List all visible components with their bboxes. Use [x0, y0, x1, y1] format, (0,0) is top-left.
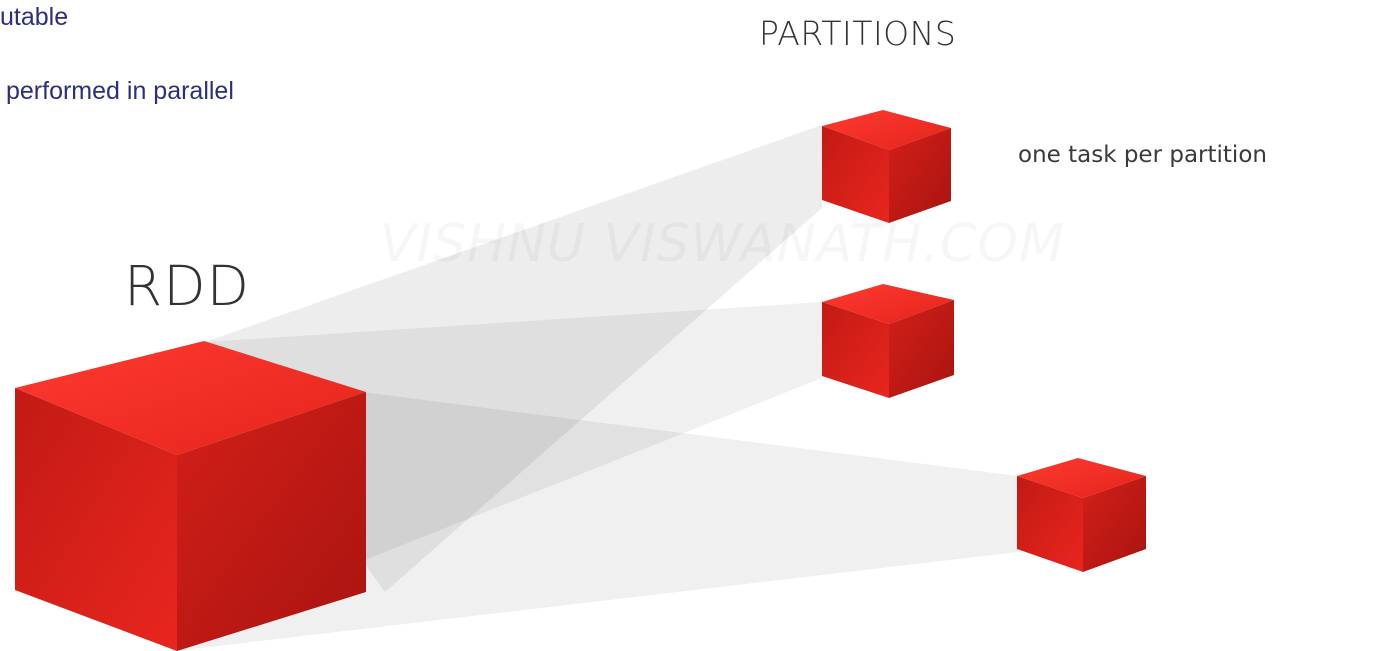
partition-cube-2-front-face [822, 302, 889, 398]
rdd-cube-front-face [15, 388, 177, 651]
rdd-label: RDD [124, 254, 250, 318]
rdd-cube [15, 341, 366, 651]
partition-note: one task per partition [1018, 142, 1267, 168]
partition-cube-1-top-face [822, 110, 951, 150]
partition-cube-3-top-face [1017, 458, 1146, 498]
partition-cube-3-side-face [1083, 476, 1146, 572]
partition-cube-3-front-face [1017, 476, 1083, 572]
partition-cube-3 [1017, 458, 1146, 572]
rdd-cube-side-face [177, 392, 366, 651]
partitions-heading: PARTITIONS [759, 14, 957, 53]
bullet-text-immutable: utable [0, 3, 69, 31]
partition-cube-2-side-face [889, 300, 954, 398]
partition-cube-2-top-face [822, 284, 954, 324]
rdd-cube-top-face [15, 341, 366, 455]
partition-cube-1-side-face [889, 128, 951, 223]
projection-to-partition-3 [175, 392, 1018, 651]
partition-cube-1 [822, 110, 951, 223]
partition-cube-1-front-face [822, 126, 889, 223]
bullet-text-parallel: performed in parallel [6, 77, 234, 105]
partition-cube-2 [822, 284, 954, 398]
